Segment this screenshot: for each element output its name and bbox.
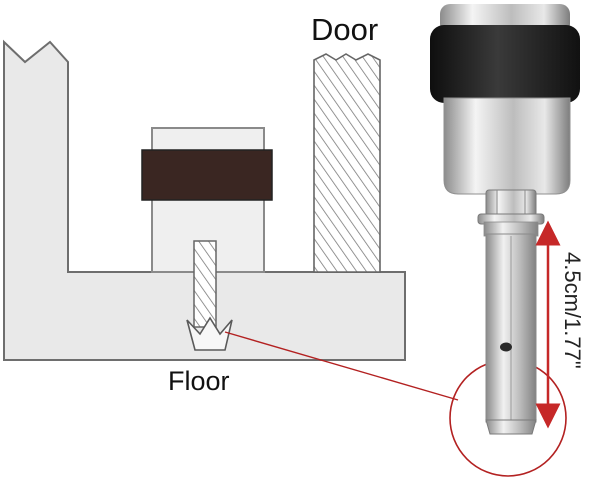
rubber-ring [430, 25, 580, 103]
door-panel [313, 53, 381, 273]
expansion-anchor-icon [186, 316, 233, 351]
floor-label: Floor [168, 366, 230, 396]
stopper-steel-body [443, 97, 571, 195]
diagram-stopper [141, 127, 273, 351]
door-stopper-photo [430, 4, 580, 435]
stopper-bolt [193, 240, 217, 328]
dimension-label: 4.5cm/1.77" [560, 252, 585, 369]
door-label: Door [311, 12, 378, 47]
wall-and-floor [3, 39, 406, 361]
anchor-hole [500, 342, 512, 352]
anchor-tip [485, 419, 537, 435]
stopper-rubber-band [141, 149, 273, 201]
hex-nut [485, 189, 537, 217]
callout-line [224, 331, 459, 401]
